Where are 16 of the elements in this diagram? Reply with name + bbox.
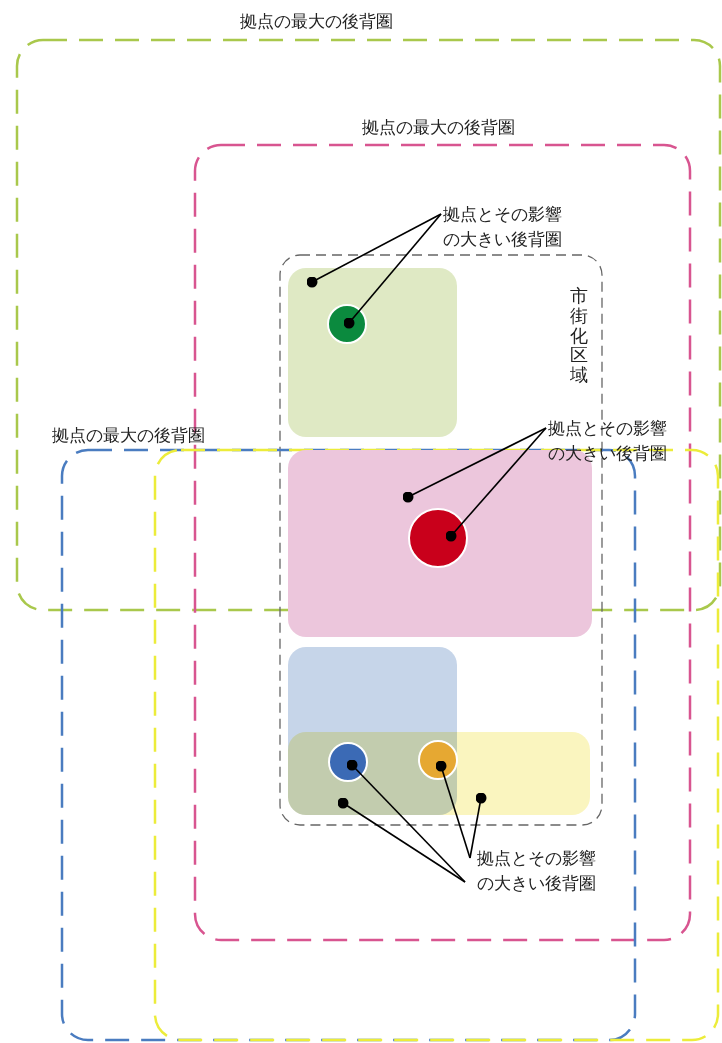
callout-text: 拠点とその影響の大きい後背圏	[440, 202, 610, 254]
leader-line	[337, 797, 466, 883]
leader-line	[435, 760, 471, 859]
leader-line	[445, 427, 547, 542]
callout-text: 拠点とその影響の大きい後背圏	[455, 846, 660, 902]
leader-line	[469, 792, 487, 859]
region-label: 拠点の最大の後背圏	[240, 11, 393, 33]
leader-line	[306, 213, 442, 288]
leader-line	[346, 759, 466, 883]
region-label: 拠点の最大の後背圏	[52, 425, 205, 447]
area-label: 市街化区域	[570, 287, 588, 386]
leader-line	[343, 213, 442, 329]
region-label: 拠点の最大の後背圏	[362, 117, 515, 139]
leader-line	[402, 427, 547, 503]
shaded-area	[288, 268, 457, 437]
dashed-boundary	[280, 255, 602, 825]
